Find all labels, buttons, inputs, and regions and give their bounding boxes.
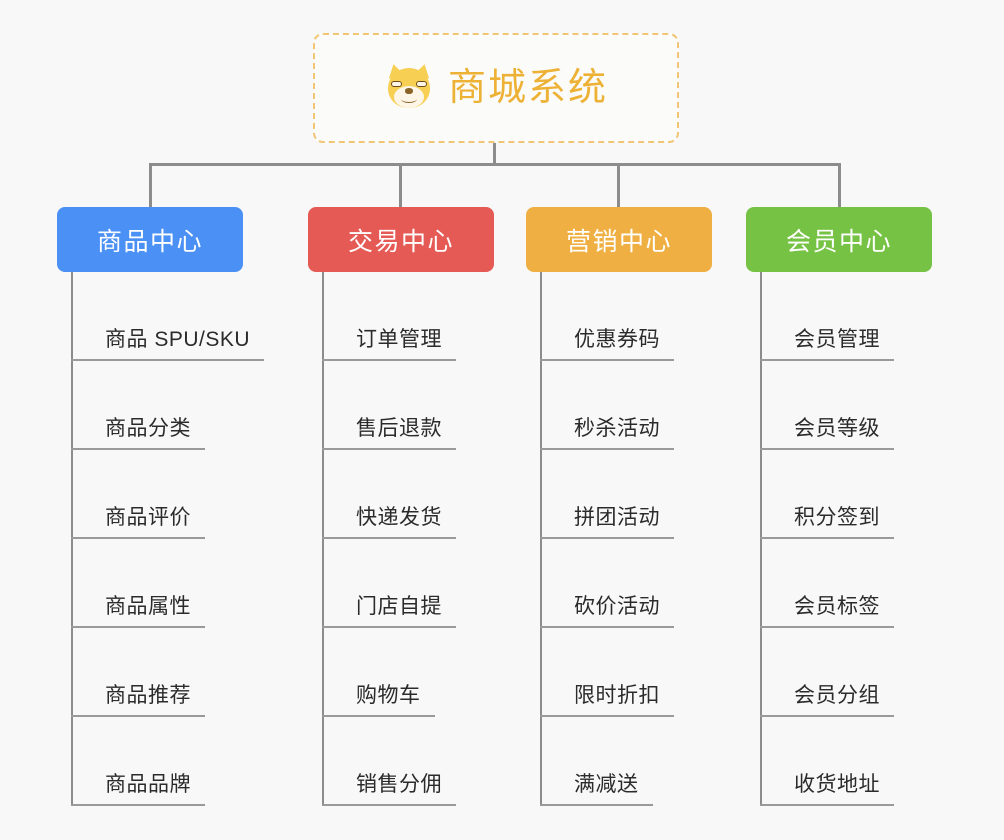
leaf-label: 商品推荐 xyxy=(71,679,205,717)
category-box-product[interactable]: 商品中心 xyxy=(57,207,243,272)
category-box-member[interactable]: 会员中心 xyxy=(746,207,932,272)
connector-drop-2 xyxy=(399,163,402,209)
leaf-label: 会员分组 xyxy=(760,679,894,717)
leaf-stack-marketing: 优惠券码 秒杀活动 拼团活动 砍价活动 限时折扣 满减送 xyxy=(540,272,741,806)
leaf-label: 秒杀活动 xyxy=(540,412,674,450)
category-label: 交易中心 xyxy=(347,227,454,256)
leaf-label: 商品评价 xyxy=(71,501,205,539)
list-item[interactable]: 商品评价 xyxy=(71,450,287,539)
list-item[interactable]: 收货地址 xyxy=(760,717,966,806)
list-item[interactable]: 商品推荐 xyxy=(71,628,287,717)
branch-column-marketing: 营销中心 优惠券码 秒杀活动 拼团活动 砍价活动 限时折扣 满减送 xyxy=(526,207,741,806)
branch-column-trade: 交易中心 订单管理 售后退款 快递发货 门店自提 购物车 销售分佣 xyxy=(308,207,528,806)
branch-column-product: 商品中心 商品 SPU/SKU 商品分类 商品评价 商品属性 商品推荐 商品品牌 xyxy=(57,207,287,806)
leaf-label: 限时折扣 xyxy=(540,679,674,717)
connector-drop-3 xyxy=(617,163,620,209)
root-title: 商城系统 xyxy=(447,67,608,109)
leaf-label: 快递发货 xyxy=(322,501,456,539)
leaf-label: 会员管理 xyxy=(760,323,894,361)
leaf-label: 商品 SPU/SKU xyxy=(71,323,265,361)
list-item[interactable]: 商品属性 xyxy=(71,539,287,628)
branch-column-member: 会员中心 会员管理 会员等级 积分签到 会员标签 会员分组 收货地址 xyxy=(746,207,966,806)
category-label: 商品中心 xyxy=(96,227,203,256)
category-box-trade[interactable]: 交易中心 xyxy=(308,207,494,272)
list-item[interactable]: 快递发货 xyxy=(322,450,528,539)
leaf-label: 门店自提 xyxy=(322,590,456,628)
list-item[interactable]: 售后退款 xyxy=(322,361,528,450)
list-item[interactable]: 积分签到 xyxy=(760,450,966,539)
leaf-label: 商品品牌 xyxy=(71,768,205,806)
leaf-stack-member: 会员管理 会员等级 积分签到 会员标签 会员分组 收货地址 xyxy=(760,272,966,806)
leaf-label: 满减送 xyxy=(540,768,653,806)
leaf-label: 购物车 xyxy=(322,679,435,717)
list-item[interactable]: 秒杀活动 xyxy=(540,361,741,450)
list-item[interactable]: 限时折扣 xyxy=(540,628,741,717)
leaf-label: 商品分类 xyxy=(71,412,205,450)
list-item[interactable]: 砍价活动 xyxy=(540,539,741,628)
leaf-label: 积分签到 xyxy=(760,501,894,539)
connector-drop-4 xyxy=(838,163,841,209)
list-item[interactable]: 会员等级 xyxy=(760,361,966,450)
list-item[interactable]: 拼团活动 xyxy=(540,450,741,539)
leaf-label: 商品属性 xyxy=(71,590,205,628)
leaf-label: 会员等级 xyxy=(760,412,894,450)
list-item[interactable]: 商品分类 xyxy=(71,361,287,450)
leaf-stack-product: 商品 SPU/SKU 商品分类 商品评价 商品属性 商品推荐 商品品牌 xyxy=(71,272,287,806)
leaf-label: 订单管理 xyxy=(322,323,456,361)
connector-drop-1 xyxy=(149,163,152,209)
list-item[interactable]: 订单管理 xyxy=(322,272,528,361)
list-item[interactable]: 商品品牌 xyxy=(71,717,287,806)
leaf-label: 收货地址 xyxy=(760,768,894,806)
connector-horizontal-bar xyxy=(149,163,841,166)
category-label: 营销中心 xyxy=(565,227,672,256)
list-item[interactable]: 门店自提 xyxy=(322,539,528,628)
list-item[interactable]: 满减送 xyxy=(540,717,741,806)
list-item[interactable]: 会员分组 xyxy=(760,628,966,717)
list-item[interactable]: 商品 SPU/SKU xyxy=(71,272,287,361)
root-node[interactable]: 商城系统 xyxy=(313,33,679,143)
leaf-label: 销售分佣 xyxy=(322,768,456,806)
category-box-marketing[interactable]: 营销中心 xyxy=(526,207,712,272)
leaf-label: 砍价活动 xyxy=(540,590,674,628)
list-item[interactable]: 销售分佣 xyxy=(322,717,528,806)
leaf-label: 优惠券码 xyxy=(540,323,674,361)
leaf-label: 拼团活动 xyxy=(540,501,674,539)
leaf-label: 售后退款 xyxy=(322,412,456,450)
connector-root-stem xyxy=(493,143,496,165)
leaf-stack-trade: 订单管理 售后退款 快递发货 门店自提 购物车 销售分佣 xyxy=(322,272,528,806)
list-item[interactable]: 会员管理 xyxy=(760,272,966,361)
leaf-label: 会员标签 xyxy=(760,590,894,628)
list-item[interactable]: 优惠券码 xyxy=(540,272,741,361)
list-item[interactable]: 购物车 xyxy=(322,628,528,717)
shiba-dog-icon xyxy=(384,62,434,112)
list-item[interactable]: 会员标签 xyxy=(760,539,966,628)
category-label: 会员中心 xyxy=(785,227,892,256)
